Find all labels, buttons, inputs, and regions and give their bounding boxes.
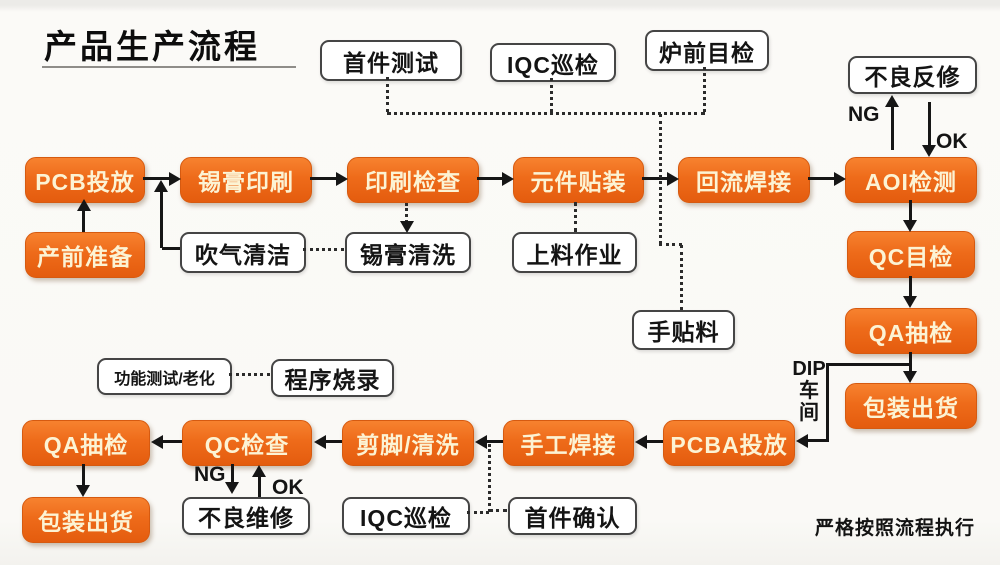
node-pcba-release: PCBA投放 [663,420,795,466]
edge-qccheck-ng-line [231,464,234,484]
dotted-inspect-to-pasteclean-arrowhead [400,221,414,233]
dotted-spine-drop2 [680,245,683,310]
edge-manualsolder-to-trim-arrowhead [475,435,487,449]
edge-qa-to-packing-arrowhead [903,371,917,383]
label-ng-qc: NG [194,463,226,486]
edge-repair-ok-arrowhead [252,465,266,477]
edge-airblow-junction-vline [160,183,163,248]
note-defect-repair: 不良维修 [182,497,310,535]
edge-trim-to-qccheck-arrowhead [314,435,326,449]
note-first-article-confirm: 首件确认 [508,497,637,535]
node-solder-paste-printing: 锡膏印刷 [180,157,312,203]
note-first-article-test: 首件测试 [320,40,462,81]
dotted-firsttest-drop [386,77,389,112]
edge-qcvisual-to-qa-line [909,276,912,298]
dotted-placement-to-loading [574,202,577,232]
edge-placement-to-reflow-arrowhead [667,172,679,186]
note-iqc-patrol-top: IQC巡检 [490,43,616,82]
edge-dip-branch-hline [827,363,911,366]
node-packing-shipping-left: 包装出货 [22,497,150,543]
edge-dip-branch-vline [826,363,829,441]
label-dip-line1: DIP [792,358,826,380]
edge-qcvisual-to-qa-arrowhead [903,296,917,308]
note-iqc-patrol-bottom: IQC巡检 [342,497,470,535]
dotted-inspect-to-pasteclean [405,203,408,223]
edge-aoi-ng-arrowhead [885,95,899,107]
node-manual-soldering: 手工焊接 [503,420,634,466]
dotted-airblow-to-pasteclean [303,248,344,251]
edge-rework-ok-line [928,102,931,146]
edge-qccheck-to-qa-arrowhead [151,435,163,449]
edge-inspect-to-placement-line [477,177,504,180]
label-dip-workshop: DIP 车 间 [792,358,826,424]
dotted-functest-to-program [229,373,270,376]
label-ok-qc: OK [272,476,304,499]
node-pcb-release: PCB投放 [25,157,145,203]
dotted-top-spine [387,112,705,115]
edge-paste-to-inspect-line [310,177,337,180]
note-function-test-aging: 功能测试/老化 [97,358,232,395]
note-manual-placement: 手贴料 [632,310,735,350]
edge-preprod-to-pcb-line [82,210,85,232]
dotted-spine-jog [659,243,682,246]
edge-aoi-to-qcvisual-line [909,200,912,222]
note-solder-paste-cleaning: 锡膏清洗 [345,232,471,273]
dotted-tee-vline [488,444,491,512]
note-defect-rework: 不良反修 [848,56,977,94]
node-component-placement: 元件贴装 [513,157,644,203]
edge-rework-ok-arrowhead [922,145,936,157]
dotted-iqctop-drop [550,78,553,112]
edge-qaleft-to-packing-arrowhead [76,485,90,497]
footer-note: 严格按照流程执行 [815,518,976,539]
node-packing-shipping-right: 包装出货 [845,383,977,429]
edge-dip-to-pcba-arrowhead [796,434,808,448]
dotted-spine-drop1 [659,114,662,244]
node-qa-sampling-right: QA抽检 [845,308,977,354]
edge-paste-to-inspect-arrowhead [336,172,348,186]
edge-pcba-to-manualsolder-arrowhead [635,435,647,449]
edge-repair-ok-line [258,476,261,497]
label-dip-line3: 间 [799,402,819,424]
edge-qaleft-to-packing-line [82,464,85,487]
edge-qa-to-packing-line [909,352,912,373]
dotted-furnace-drop [703,67,706,112]
edge-manualsolder-to-trim-line [486,440,503,443]
edge-pcb-to-paste-arrowhead [169,172,181,186]
node-pre-production: 产前准备 [25,232,145,278]
node-trim-wash: 剪脚/清洗 [342,420,474,466]
node-qa-sampling-left: QA抽检 [22,420,150,466]
edge-aoi-ng-line [891,107,894,150]
edge-pcb-to-paste-line [143,177,170,180]
note-program-burning: 程序烧录 [271,359,394,397]
note-material-loading: 上料作业 [512,232,637,273]
label-ng-aoi: NG [848,103,880,126]
node-aoi-inspection: AOI检测 [845,157,977,203]
edge-reflow-to-aoi-arrowhead [834,172,846,186]
node-printing-inspection: 印刷检查 [347,157,479,203]
edge-pcba-to-manualsolder-line [646,440,663,443]
edge-inspect-to-placement-arrowhead [502,172,514,186]
edge-reflow-to-aoi-line [808,177,835,180]
edge-airblow-junction-arrowhead [154,180,168,192]
label-ok-aoi: OK [936,130,968,153]
edge-qccheck-ng-arrowhead [225,482,239,494]
edge-trim-to-qccheck-line [325,440,342,443]
label-dip-line2: 车 [799,380,819,402]
edge-qccheck-to-qa-line [162,440,182,443]
note-air-blow-cleaning: 吹气清洁 [180,232,306,273]
node-reflow-soldering: 回流焊接 [678,157,810,203]
edge-aoi-to-qcvisual-arrowhead [903,220,917,232]
dotted-iqcbottom-to-tee [467,511,489,514]
edge-airblow-junction-hline [162,247,180,250]
node-qc-check: QC检查 [182,420,312,466]
edge-dip-to-pcba-line [807,439,829,442]
note-furnace-visual-check: 炉前目检 [645,30,769,71]
edge-placement-to-reflow-line [642,177,668,180]
title-underline [42,66,296,68]
page-title: 产品生产流程 [44,28,260,65]
node-qc-visual-inspection: QC目检 [847,231,975,278]
dotted-tee-to-firstconfirm [489,509,507,512]
edge-preprod-to-pcb-arrowhead [77,199,91,211]
